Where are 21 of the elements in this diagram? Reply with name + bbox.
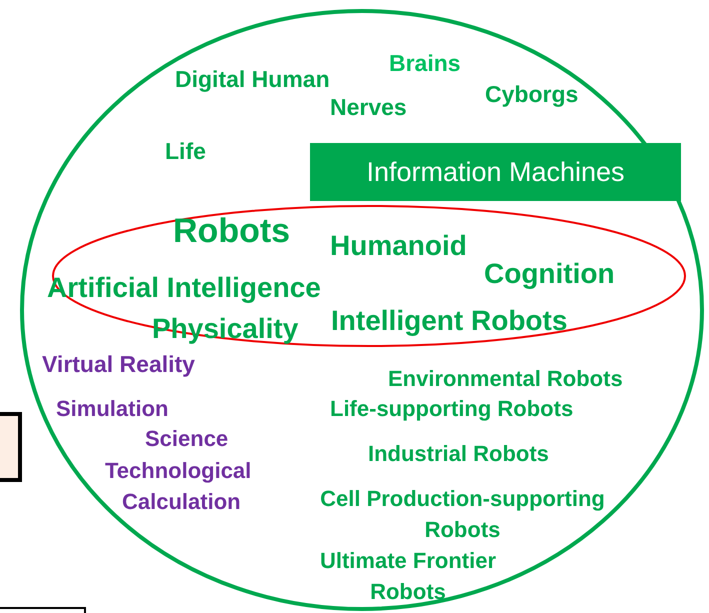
term-label: Humanoid (330, 230, 467, 262)
term-label: Virtual Reality (42, 351, 195, 378)
term-label: Digital Human (175, 66, 330, 92)
title-banner: Information Machines (310, 143, 681, 201)
term-label: Intelligent Robots (331, 305, 568, 338)
term-label: Environmental Robots (388, 366, 623, 392)
term-label: Calculation (122, 489, 241, 514)
term-label: Cyborgs (485, 81, 578, 108)
term-label: Technological (105, 458, 252, 484)
term-label: Robots (173, 212, 290, 252)
term-label: Physicality (152, 313, 298, 346)
term-label: Science (145, 426, 228, 452)
term-label: Nerves (330, 94, 407, 120)
term-label: Cell Production-supporting Robots (319, 485, 606, 544)
term-label: Ultimate Frontier Robots (318, 547, 498, 606)
term-label: Life-supporting Robots (330, 396, 574, 422)
term-label: Life (165, 138, 206, 164)
term-label: Cognition (484, 258, 615, 290)
term-label: Simulation (56, 396, 168, 422)
term-label: Brains (389, 50, 461, 76)
term-label: Industrial Robots (368, 441, 549, 466)
